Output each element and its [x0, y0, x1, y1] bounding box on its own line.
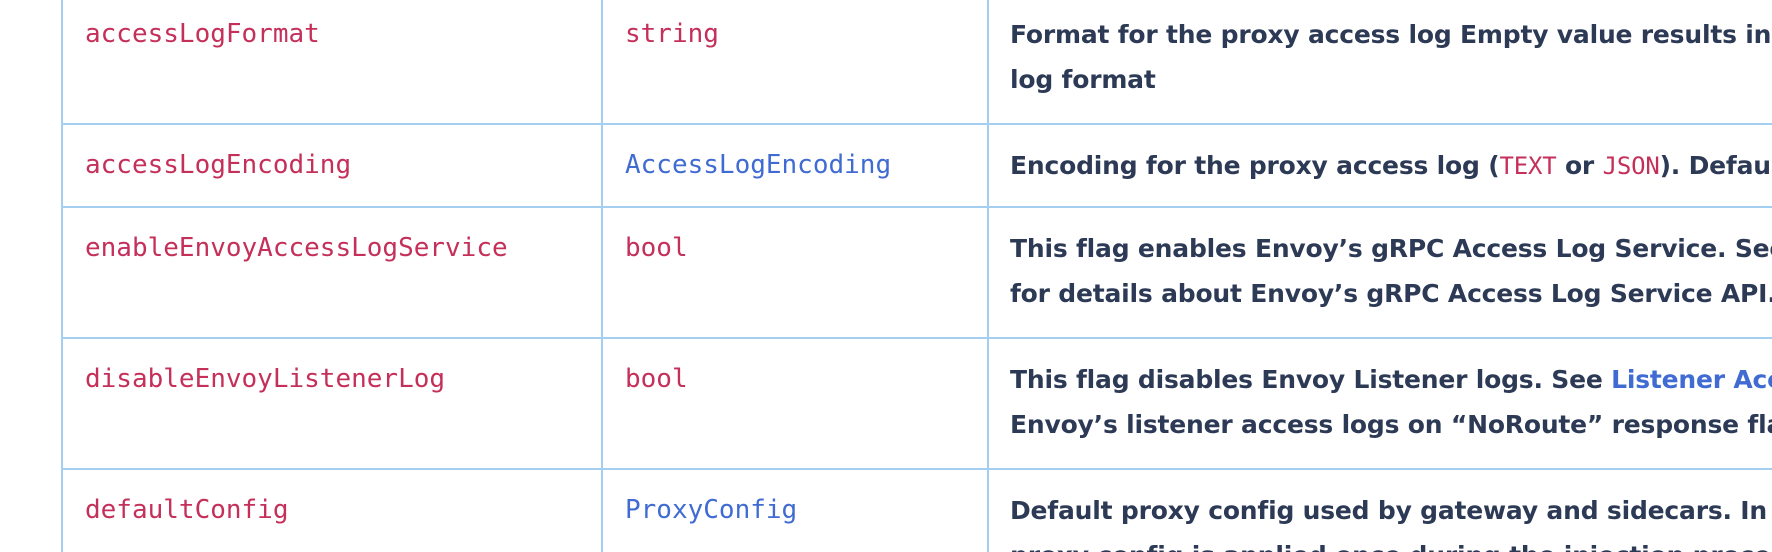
- type-name: bool: [625, 364, 688, 394]
- type-name: bool: [625, 233, 688, 263]
- description-text: proxy config is applied once during the …: [1010, 541, 1772, 552]
- description-line: Format for the proxy access log Empty va…: [1010, 12, 1772, 57]
- description-text: or: [1556, 151, 1603, 180]
- field-description-cell: Default proxy config used by gateway and…: [987, 468, 1772, 552]
- field-type-cell: string: [601, 0, 989, 125]
- type-link[interactable]: AccessLogEncoding: [625, 150, 892, 180]
- field-name-cell: disableEnvoyListenerLog: [61, 337, 603, 470]
- description-text: This flag enables Envoy’s gRPC Access Lo…: [1010, 234, 1772, 263]
- field-name-cell: accessLogEncoding: [61, 123, 603, 208]
- description-text: This flag disables Envoy Listener logs. …: [1010, 365, 1612, 394]
- field-type-cell: AccessLogEncoding: [601, 123, 989, 208]
- description-text: Envoy’s listener access logs on “NoRoute…: [1010, 410, 1772, 439]
- description-line: for details about Envoy’s gRPC Access Lo…: [1010, 271, 1772, 316]
- field-name: enableEnvoyAccessLogService: [85, 233, 508, 263]
- description-text: for details about Envoy’s gRPC Access Lo…: [1010, 279, 1772, 308]
- description-text: Format for the proxy access log Empty va…: [1010, 20, 1772, 49]
- description-line: This flag enables Envoy’s gRPC Access Lo…: [1010, 226, 1772, 271]
- description-text: Default proxy config used by gateway and…: [1010, 496, 1772, 525]
- table-row: disableEnvoyListenerLog bool This flag dis…: [61, 337, 1772, 470]
- inline-code: TEXT: [1499, 152, 1557, 180]
- inline-code: JSON: [1602, 152, 1660, 180]
- field-name-cell: accessLogFormat: [61, 0, 603, 125]
- description-link[interactable]: Listener Access Log: [1611, 365, 1772, 394]
- type-name: string: [625, 19, 719, 49]
- field-name: disableEnvoyListenerLog: [85, 364, 446, 394]
- field-name: defaultConfig: [85, 495, 289, 525]
- field-type-cell: bool: [601, 206, 989, 339]
- table-row: enableEnvoyAccessLogService bool This flag…: [61, 206, 1772, 339]
- field-name: accessLogFormat: [85, 19, 320, 49]
- description-text: Encoding for the proxy access log (: [1010, 151, 1500, 180]
- description-line: Default proxy config used by gateway and…: [1010, 488, 1772, 533]
- description-text: log format: [1010, 65, 1156, 94]
- field-description-cell: This flag disables Envoy Listener logs. …: [987, 337, 1772, 470]
- description-line: Envoy’s listener access logs on “NoRoute…: [1010, 402, 1772, 447]
- table-row: accessLogEncoding AccessLogEncoding Encodi…: [61, 123, 1772, 208]
- type-link[interactable]: ProxyConfig: [625, 495, 798, 525]
- field-description-cell: Format for the proxy access log Empty va…: [987, 0, 1772, 125]
- config-fields-rows: accessLogFormat string Format for the prox…: [61, 0, 1772, 552]
- description-text: ). Default value is: [1659, 151, 1772, 180]
- field-name: accessLogEncoding: [85, 150, 352, 180]
- table-row: accessLogFormat string Format for the prox…: [61, 0, 1772, 125]
- description-line: Encoding for the proxy access log (TEXT …: [1010, 143, 1772, 188]
- description-line: proxy config is applied once during the …: [1010, 533, 1772, 552]
- config-fields-table: accessLogFormat string Format for the prox…: [61, 0, 1772, 552]
- description-line: This flag disables Envoy Listener logs. …: [1010, 357, 1772, 402]
- field-type-cell: bool: [601, 337, 989, 470]
- field-name-cell: enableEnvoyAccessLogService: [61, 206, 603, 339]
- field-description-cell: This flag enables Envoy’s gRPC Access Lo…: [987, 206, 1772, 339]
- field-type-cell: ProxyConfig: [601, 468, 989, 552]
- field-name-cell: defaultConfig: [61, 468, 603, 552]
- field-description-cell: Encoding for the proxy access log (TEXT …: [987, 123, 1772, 208]
- table-row: defaultConfig ProxyConfig Default proxy co…: [61, 468, 1772, 552]
- description-line: log format: [1010, 57, 1772, 102]
